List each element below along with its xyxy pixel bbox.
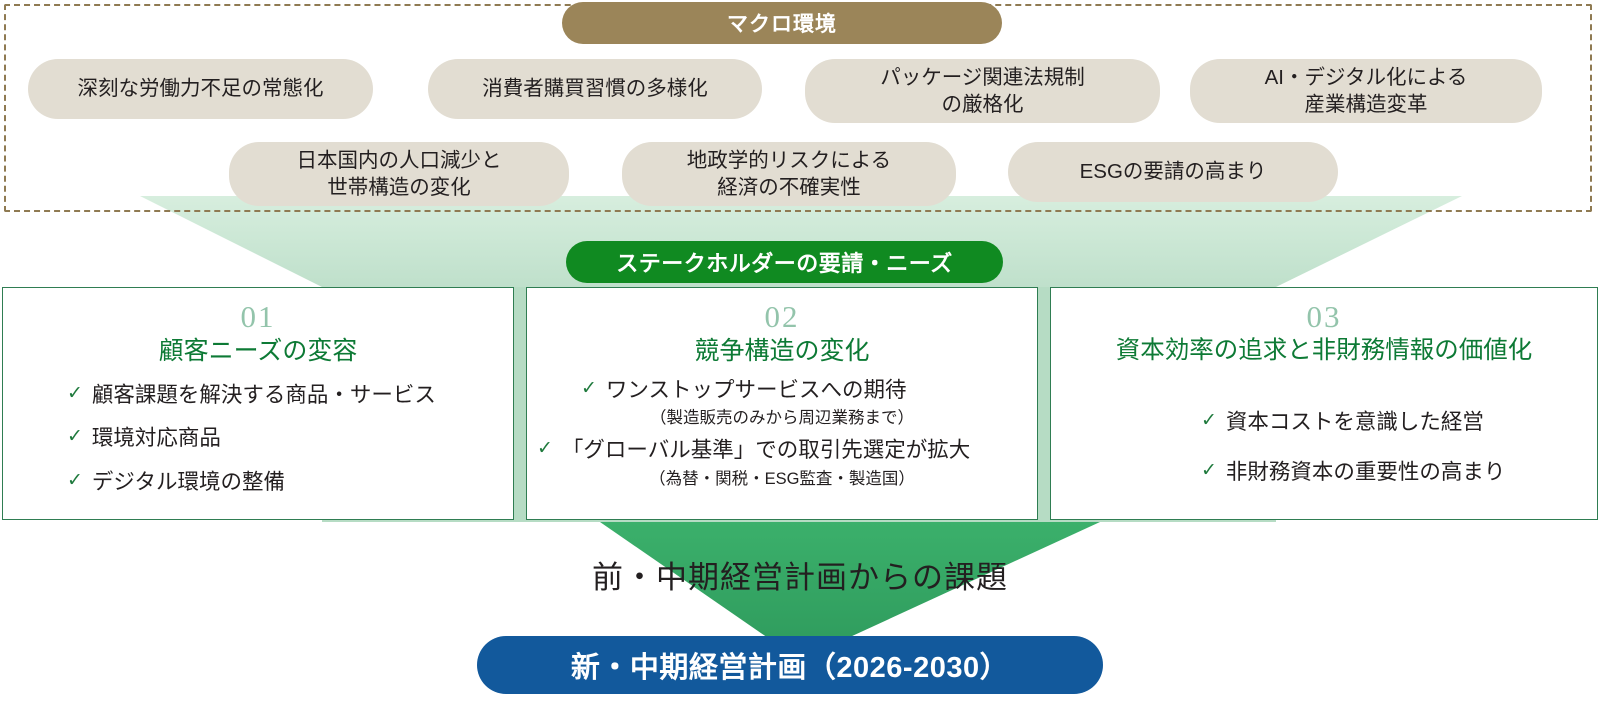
theme-cards: 01 顧客ニーズの変容 ✓ 顧客課題を解決する商品・サービス ✓ 環境対応商品 … <box>0 287 1600 522</box>
mid-caption: 前・中期経営計画からの課題 <box>592 560 1008 595</box>
card-bullet: ✓ ワンストップサービスへの期待 <box>537 377 1027 405</box>
macro-item-label: ESGの要請の高まり <box>1079 160 1267 184</box>
theme-card-03[interactable]: 03 資本効率の追求と非財務情報の価値化 ✓ 資本コストを意識した経営 ✓ 非財… <box>1050 287 1598 520</box>
stakeholder-banner: ステークホルダーの要請・ニーズ <box>566 241 1003 283</box>
card-title: 顧客ニーズの変容 <box>158 337 358 365</box>
macro-item-4[interactable]: 日本国内の人口減少と 世帯構造の変化 <box>229 142 569 206</box>
check-icon: ✓ <box>1201 409 1217 431</box>
macro-item-label: 消費者購買習慣の多様化 <box>482 77 708 101</box>
new-plan-banner: 新・中期経営計画（2026-2030） <box>477 636 1103 694</box>
card-bullet: ✓ 「グローバル基準」での取引先選定が拡大 <box>537 437 1027 465</box>
card-number: 02 <box>764 299 800 334</box>
card-bullet-text: 顧客課題を解決する商品・サービス <box>91 382 436 407</box>
macro-item-3[interactable]: AI・デジタル化による 産業構造変革 <box>1190 59 1542 123</box>
card-bullet-text: 資本コストを意識した経営 <box>1225 409 1484 434</box>
card-bullet: ✓ 非財務資本の重要性の高まり <box>1201 459 1581 487</box>
check-icon: ✓ <box>1201 459 1217 481</box>
card-bullet-note: （製造販売のみから周辺業務まで） <box>650 409 914 428</box>
macro-item-label: 深刻な労働力不足の常態化 <box>77 77 324 101</box>
card-number: 03 <box>1306 299 1342 334</box>
card-bullet-text: 非財務資本の重要性の高まり <box>1225 459 1506 484</box>
check-icon: ✓ <box>67 382 83 404</box>
card-bullet-list: ✓ 顧客課題を解決する商品・サービス ✓ 環境対応商品 ✓ デジタル環境の整備 <box>3 382 513 498</box>
check-icon: ✓ <box>67 470 83 492</box>
check-icon: ✓ <box>67 426 83 448</box>
card-bullet: ✓ デジタル環境の整備 <box>67 469 497 497</box>
macro-item-5[interactable]: 地政学的リスクによる 経済の不確実性 <box>622 142 956 206</box>
macro-environment-banner: マクロ環境 <box>562 2 1002 44</box>
theme-card-01[interactable]: 01 顧客ニーズの変容 ✓ 顧客課題を解決する商品・サービス ✓ 環境対応商品 … <box>2 287 514 520</box>
theme-card-02[interactable]: 02 競争構造の変化 ✓ ワンストップサービスへの期待 （製造販売のみから周辺業… <box>526 287 1038 520</box>
check-icon: ✓ <box>537 438 553 460</box>
card-bullet: ✓ 環境対応商品 <box>67 425 497 453</box>
card-bullet-list: ✓ ワンストップサービスへの期待 （製造販売のみから周辺業務まで） ✓ 「グロー… <box>527 377 1037 490</box>
card-title: 資本効率の追求と非財務情報の価値化 <box>1115 337 1533 364</box>
macro-item-2[interactable]: パッケージ関連法規制 の厳格化 <box>805 59 1160 123</box>
check-icon: ✓ <box>581 377 597 399</box>
macro-item-label: 日本国内の人口減少と 世帯構造の変化 <box>296 148 502 199</box>
macro-item-label: パッケージ関連法規制 の厳格化 <box>880 65 1085 116</box>
macro-item-6[interactable]: ESGの要請の高まり <box>1008 142 1338 202</box>
card-bullet-list: ✓ 資本コストを意識した経営 ✓ 非財務資本の重要性の高まり <box>1051 409 1597 487</box>
card-title: 競争構造の変化 <box>694 337 870 365</box>
card-bullet: ✓ 資本コストを意識した経営 <box>1201 409 1581 437</box>
macro-item-0[interactable]: 深刻な労働力不足の常態化 <box>28 59 373 119</box>
macro-item-label: AI・デジタル化による 産業構造変革 <box>1264 65 1468 116</box>
card-bullet-text: ワンストップサービスへの期待 <box>605 377 907 402</box>
new-plan-label: 新・中期経営計画（2026-2030） <box>570 652 1010 684</box>
card-bullet: ✓ 顧客課題を解決する商品・サービス <box>67 382 497 410</box>
macro-item-1[interactable]: 消費者購買習慣の多様化 <box>428 59 762 119</box>
macro-item-label: 地政学的リスクによる 経済の不確実性 <box>686 148 892 199</box>
card-bullet-text: 環境対応商品 <box>91 426 221 451</box>
card-number: 01 <box>240 299 276 334</box>
macro-environment-label: マクロ環境 <box>727 13 837 36</box>
card-bullet-text: 「グローバル基準」での取引先選定が拡大 <box>561 438 971 463</box>
card-bullet-text: デジタル環境の整備 <box>91 470 285 495</box>
card-bullet-note: （為替・関税・ESG監査・製造国） <box>649 470 915 488</box>
stakeholder-label: ステークホルダーの要請・ニーズ <box>616 251 953 276</box>
